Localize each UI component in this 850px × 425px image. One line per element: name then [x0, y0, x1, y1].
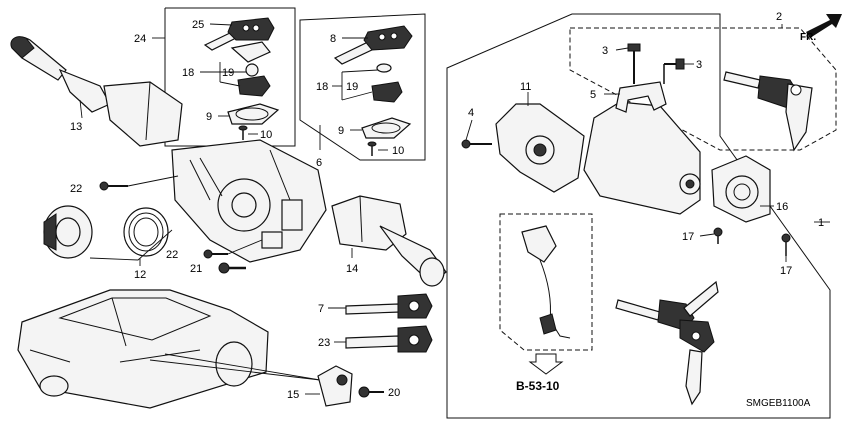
reference-box: [499, 213, 593, 375]
key-group-6: [299, 13, 426, 161]
callout-13: 13: [70, 121, 82, 133]
callout-12: 12: [134, 269, 146, 281]
steering-lock-body: [583, 43, 701, 215]
callout-labels: 25 24 18 19 9 10 8 18 19 9 10 6 13 22 12…: [70, 11, 824, 409]
callout-20: 20: [388, 387, 400, 399]
callout-3b: 3: [696, 59, 702, 71]
callout-9b: 9: [338, 125, 344, 137]
combination-switch-14: [331, 195, 447, 287]
callout-3a: 3: [602, 45, 608, 57]
key-group-24: [152, 7, 296, 147]
callout-7: 7: [318, 303, 324, 315]
callout-22a: 22: [70, 183, 82, 195]
key-set-2: [569, 24, 837, 152]
callout-9a: 9: [206, 111, 212, 123]
front-label: FR.: [800, 32, 816, 43]
callout-18a: 18: [182, 67, 194, 79]
cable-reel-12: [43, 205, 173, 266]
callout-5: 5: [590, 89, 596, 101]
callout-25: 25: [192, 19, 204, 31]
callout-17a: 17: [682, 231, 694, 243]
combination-switch-13: [10, 36, 183, 147]
callout-19b: 19: [346, 81, 358, 93]
steering-column-body: [171, 139, 327, 263]
callout-11: 11: [520, 81, 531, 93]
screws-17: [699, 227, 791, 262]
callout-2: 2: [776, 11, 782, 23]
callout-18b: 18: [316, 81, 328, 93]
callout-14: 14: [346, 263, 358, 275]
callout-1: 1: [818, 217, 824, 229]
callout-4: 4: [468, 107, 474, 119]
callout-23: 23: [318, 337, 330, 349]
callout-24: 24: [134, 33, 146, 45]
callout-15: 15: [287, 389, 299, 401]
immobilizer-16: [711, 155, 774, 223]
diagram-code: SMGEB1100A: [746, 398, 811, 409]
ignition-assembly-1: [446, 13, 831, 419]
screw-4: [461, 119, 492, 149]
blank-keys: [328, 293, 433, 353]
lock-cylinder-11: [495, 92, 585, 193]
sensor-15: [305, 365, 384, 407]
front-direction-arrow: [806, 14, 842, 38]
callout-16: 16: [776, 201, 788, 213]
callout-10a: 10: [260, 129, 272, 141]
callout-17b: 17: [780, 265, 792, 277]
key-set-lower: [615, 280, 719, 406]
reference-label: B-53-10: [516, 379, 560, 393]
callout-21: 21: [190, 263, 202, 275]
callout-6: 6: [316, 157, 322, 169]
callout-19a: 19: [222, 67, 234, 79]
screws-left: [99, 175, 263, 274]
vehicle-silhouette: [17, 289, 321, 409]
callout-22b: 22: [166, 249, 178, 261]
callout-8: 8: [330, 33, 336, 45]
callout-10b: 10: [392, 145, 404, 157]
